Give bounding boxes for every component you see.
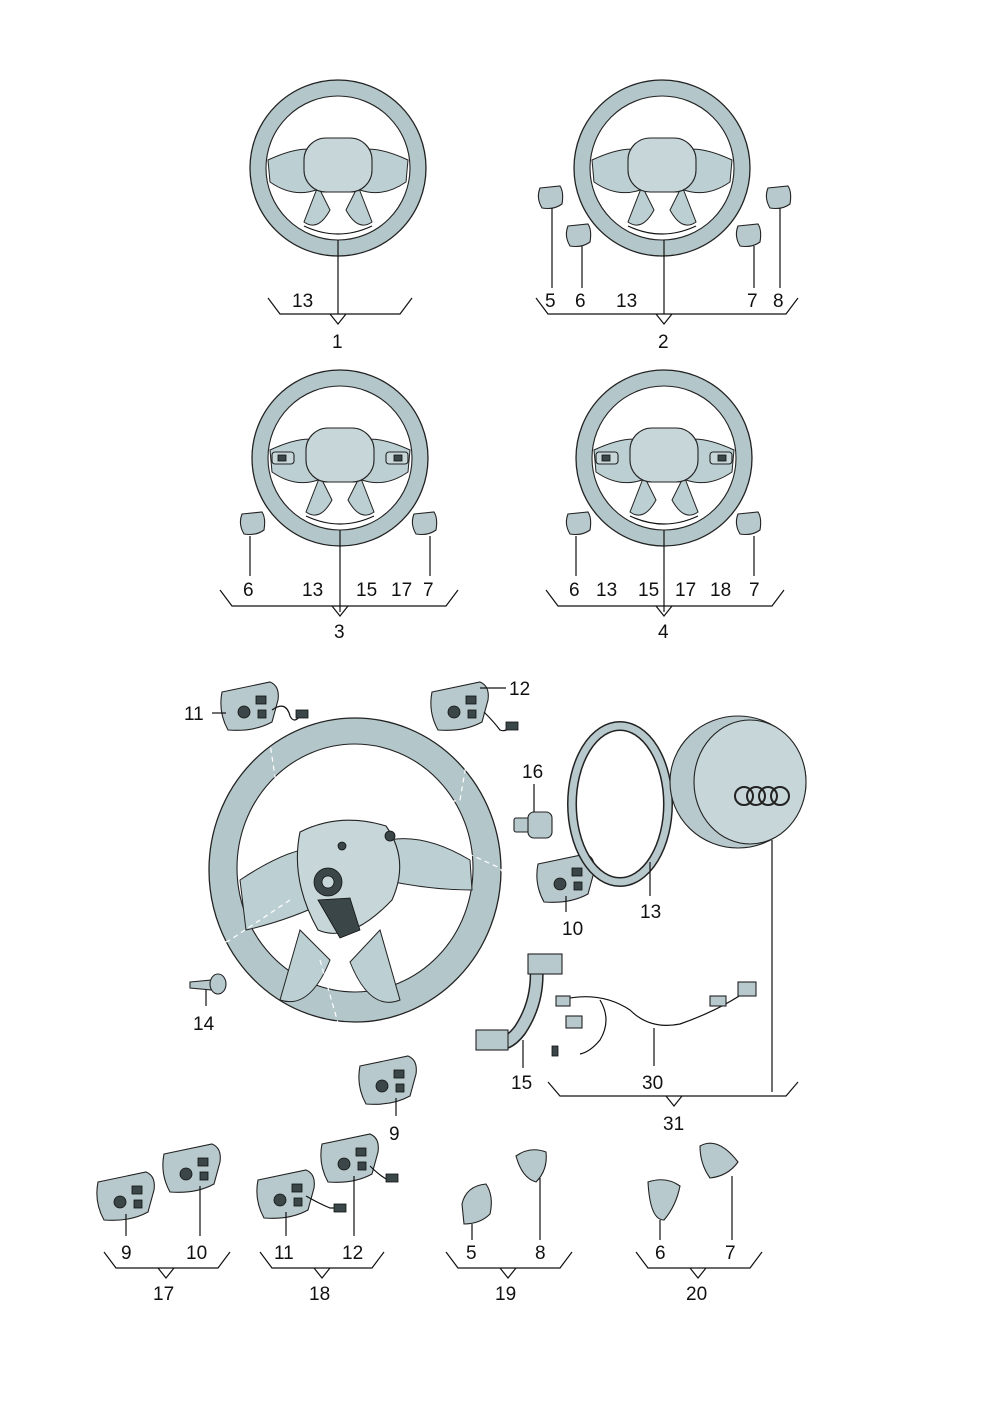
label-5: 5 — [466, 1243, 477, 1264]
label-6: 6 — [655, 1243, 666, 1264]
label-6: 6 — [243, 580, 254, 601]
steering-wheel-2 — [537, 79, 792, 314]
label-5: 5 — [545, 291, 556, 312]
group-20-parts — [647, 1142, 739, 1240]
label-15: 15 — [638, 580, 659, 601]
group-19-parts — [461, 1149, 547, 1240]
group-18-labels: 11 12 18 — [259, 1243, 385, 1305]
part-11-switch — [212, 681, 309, 731]
label-total-4: 4 — [658, 622, 669, 643]
group-20-labels: 6 7 20 — [635, 1243, 763, 1305]
label-total-18: 18 — [309, 1284, 330, 1305]
label-17: 17 — [391, 580, 412, 601]
label-11: 11 — [274, 1243, 294, 1264]
group-17-labels: 9 10 17 — [103, 1243, 231, 1305]
label-total-19: 19 — [495, 1284, 516, 1305]
part-13-trim-ring — [567, 721, 673, 896]
part-30-wiring-harness — [551, 981, 757, 1066]
group-1-labels: 13 1 — [267, 291, 413, 353]
airbag-unit — [669, 715, 807, 1092]
label-11: 11 — [184, 704, 204, 725]
main-steering-wheel — [169, 717, 513, 1069]
label-13: 13 — [292, 291, 313, 312]
label-9: 9 — [389, 1124, 400, 1145]
label-16: 16 — [522, 762, 543, 783]
group-31-labels: 31 — [547, 1081, 799, 1135]
label-total-2: 2 — [658, 332, 669, 353]
label-14: 14 — [193, 1014, 215, 1035]
label-13: 13 — [616, 291, 637, 312]
label-10: 10 — [186, 1243, 207, 1264]
group-19-labels: 5 8 19 — [445, 1243, 573, 1305]
label-7: 7 — [747, 291, 758, 312]
label-13: 13 — [302, 580, 323, 601]
label-8: 8 — [773, 291, 784, 312]
label-total-3: 3 — [334, 622, 345, 643]
label-15: 15 — [511, 1073, 532, 1094]
label-12: 12 — [342, 1243, 363, 1264]
label-total-20: 20 — [686, 1284, 707, 1305]
group-2-labels: 5 6 13 7 8 2 — [535, 291, 799, 353]
label-15: 15 — [356, 580, 377, 601]
label-total-1: 1 — [332, 332, 343, 353]
group-18-parts — [256, 1133, 399, 1236]
part-10-switch — [536, 853, 595, 912]
label-30: 30 — [642, 1073, 663, 1094]
group-17-parts — [96, 1143, 221, 1236]
label-6: 6 — [575, 291, 586, 312]
label-18: 18 — [710, 580, 731, 601]
label-7: 7 — [725, 1243, 736, 1264]
group-4-labels: 6 13 15 17 18 7 4 — [545, 580, 785, 643]
label-total-31: 31 — [663, 1114, 684, 1135]
part-12-switch — [430, 681, 519, 732]
part-9-switch — [358, 1055, 417, 1116]
label-13: 13 — [640, 902, 661, 923]
label-12: 12 — [509, 679, 530, 700]
label-total-17: 17 — [153, 1284, 174, 1305]
steering-wheel-1 — [249, 79, 427, 314]
part-15-ribbon-cable — [475, 953, 563, 1068]
part-16-bolt — [513, 784, 553, 839]
label-8: 8 — [535, 1243, 546, 1264]
label-17: 17 — [675, 580, 696, 601]
label-7: 7 — [749, 580, 760, 601]
part-14-screw — [189, 973, 227, 1006]
label-13: 13 — [596, 580, 617, 601]
label-7: 7 — [423, 580, 434, 601]
steering-wheel-3 — [239, 369, 438, 612]
group-3-labels: 6 13 15 17 7 3 — [219, 580, 459, 643]
steering-wheel-4 — [565, 369, 762, 612]
label-9: 9 — [121, 1243, 132, 1264]
label-6: 6 — [569, 580, 580, 601]
label-10: 10 — [562, 919, 583, 940]
